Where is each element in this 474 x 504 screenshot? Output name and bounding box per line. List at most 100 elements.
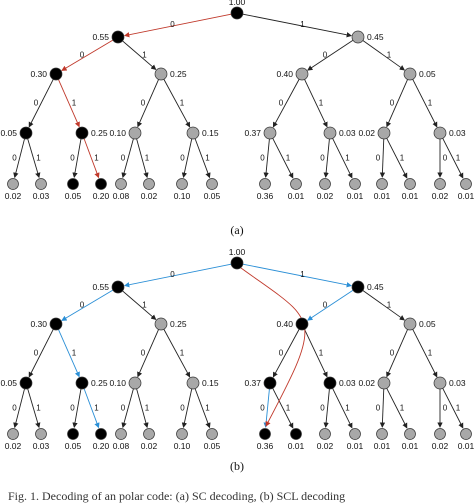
a-edge-11-L8: [263, 138, 270, 178]
b-node-prob-4: 0.25: [170, 319, 187, 329]
a-leaf-prob-14: 0.02: [432, 191, 449, 201]
a-edge-bit-6-13: 0: [390, 99, 395, 108]
b-leaf-prob-4: 0.08: [113, 441, 130, 451]
b-leaf-15: [460, 428, 472, 440]
a-edge-bit-4-10: 1: [180, 99, 185, 108]
b-edge-10-L6: [181, 388, 193, 429]
a-edge-bit-12-L11: 1: [345, 154, 350, 163]
b-edge-bit-5-11: 0: [279, 349, 284, 358]
b-node-prob-9: 0.10: [109, 378, 126, 388]
b-edge-11-L8: [263, 388, 270, 428]
b-edge-6-13: [386, 329, 408, 378]
b-edge-bit-3-8: 1: [72, 349, 77, 358]
b-edge-bit-0-2: 1: [300, 270, 305, 279]
b-leaf-10: [319, 428, 331, 440]
a-edge-12-L11: [332, 138, 353, 179]
a-leaf-12: [376, 178, 388, 190]
b-node-7: [19, 376, 33, 390]
b-leaf-9: [290, 428, 302, 440]
a-edge-bit-3-8: 1: [72, 99, 77, 108]
b-edge-bit-14-L14: 0: [443, 404, 448, 413]
a-edge-1-3: [61, 39, 114, 71]
b-leaf-prob-13: 0.01: [402, 441, 419, 451]
b-node-5: [295, 317, 309, 331]
b-edge-4-10: [163, 329, 191, 378]
a-edge-bit-11-L8: 0: [260, 154, 265, 163]
b-node-prob-0: 1.00: [229, 247, 246, 257]
a-edge-bit-1-4: 1: [142, 51, 147, 60]
a-edge-13-L12: [379, 138, 386, 178]
b-leaf-prob-7: 0.05: [204, 441, 221, 451]
a-leaf-3: [95, 178, 107, 190]
a-edge-bit-13-L13: 1: [400, 154, 405, 163]
b-node-prob-12: 0.03: [339, 378, 356, 388]
b-leaf-4: [115, 428, 127, 440]
b-edge-0-1: [123, 263, 232, 288]
a-edge-bit-3-7: 0: [34, 99, 39, 108]
a-leaf-prob-7: 0.05: [204, 191, 221, 201]
b-node-0: [230, 256, 244, 270]
a-edge-6-14: [412, 79, 438, 128]
a-node-3: [49, 67, 63, 81]
a-edge-3-8: [58, 79, 80, 128]
a-edge-bit-14-L15: 1: [456, 154, 461, 163]
b-node-12: [323, 376, 337, 390]
b-edge-7-L0: [13, 388, 25, 429]
a-edge-bit-2-6: 1: [387, 51, 392, 60]
b-leaf-2: [67, 428, 79, 440]
b-edge-bit-9-L4: 0: [121, 404, 126, 413]
a-edge-bit-0-1: 0: [170, 20, 175, 29]
b-leaf-prob-3: 0.20: [93, 441, 110, 451]
a-edge-8-L3: [83, 138, 100, 179]
b-edge-bit-3-7: 0: [34, 349, 39, 358]
b-edge-7-L1: [27, 388, 41, 429]
a-node-prob-6: 0.05: [419, 69, 436, 79]
a-edge-3-7: [28, 79, 54, 128]
a-leaf-prob-5: 0.02: [141, 191, 158, 201]
a-leaf-0: [7, 178, 19, 190]
b-leaf-prob-12: 0.01: [374, 441, 391, 451]
a-edge-0-2: [242, 13, 353, 38]
a-node-1: [111, 30, 125, 44]
a-node-prob-13: 0.02: [358, 128, 375, 138]
a-leaf-prob-2: 0.05: [65, 191, 82, 201]
a-leaf-2: [67, 178, 79, 190]
b-node-11: [263, 376, 277, 390]
a-node-12: [323, 126, 337, 140]
b-edge-bit-8-L2: 0: [70, 404, 75, 413]
a-node-5: [295, 67, 309, 81]
b-edge-12-L11: [332, 388, 353, 429]
b-edge-12-L10: [323, 388, 330, 428]
a-node-0: [230, 6, 244, 20]
panel-b-caption: (b): [230, 459, 244, 473]
b-leaf-7: [206, 428, 218, 440]
a-edge-bit-5-12: 1: [319, 99, 324, 108]
b-leaf-3: [95, 428, 107, 440]
a-leaf-14: [434, 178, 446, 190]
a-leaf-prob-13: 0.01: [402, 191, 419, 201]
b-node-3: [49, 317, 63, 331]
b-edge-bit-2-6: 1: [387, 301, 392, 310]
a-edge-9-L4: [121, 138, 134, 179]
a-node-7: [19, 126, 33, 140]
b-node-1: [111, 280, 125, 294]
b-leaf-1: [35, 428, 47, 440]
b-edge-14-L15: [442, 388, 464, 429]
b-edge-bit-1-4: 1: [142, 301, 147, 310]
b-node-13: [377, 376, 391, 390]
b-node-prob-10: 0.15: [202, 378, 219, 388]
b-edge-bit-10-L6: 0: [180, 404, 185, 413]
a-node-prob-1: 0.55: [92, 32, 109, 42]
b-edge-bit-4-10: 1: [180, 349, 185, 358]
b-edge-4-9: [137, 329, 159, 378]
b-edge-bit-7-L1: 1: [36, 404, 41, 413]
b-node-2: [351, 280, 365, 294]
b-leaf-prob-11: 0.01: [347, 441, 364, 451]
a-edge-8-L2: [72, 138, 82, 178]
b-leaf-prob-2: 0.05: [65, 441, 82, 451]
a-edge-7-L0: [13, 138, 25, 179]
b-edge-2-6: [362, 290, 406, 321]
b-edge-bit-7-L0: 0: [12, 404, 17, 413]
a-node-prob-7: 0.05: [0, 128, 17, 138]
b-edge-5-12: [304, 329, 328, 378]
